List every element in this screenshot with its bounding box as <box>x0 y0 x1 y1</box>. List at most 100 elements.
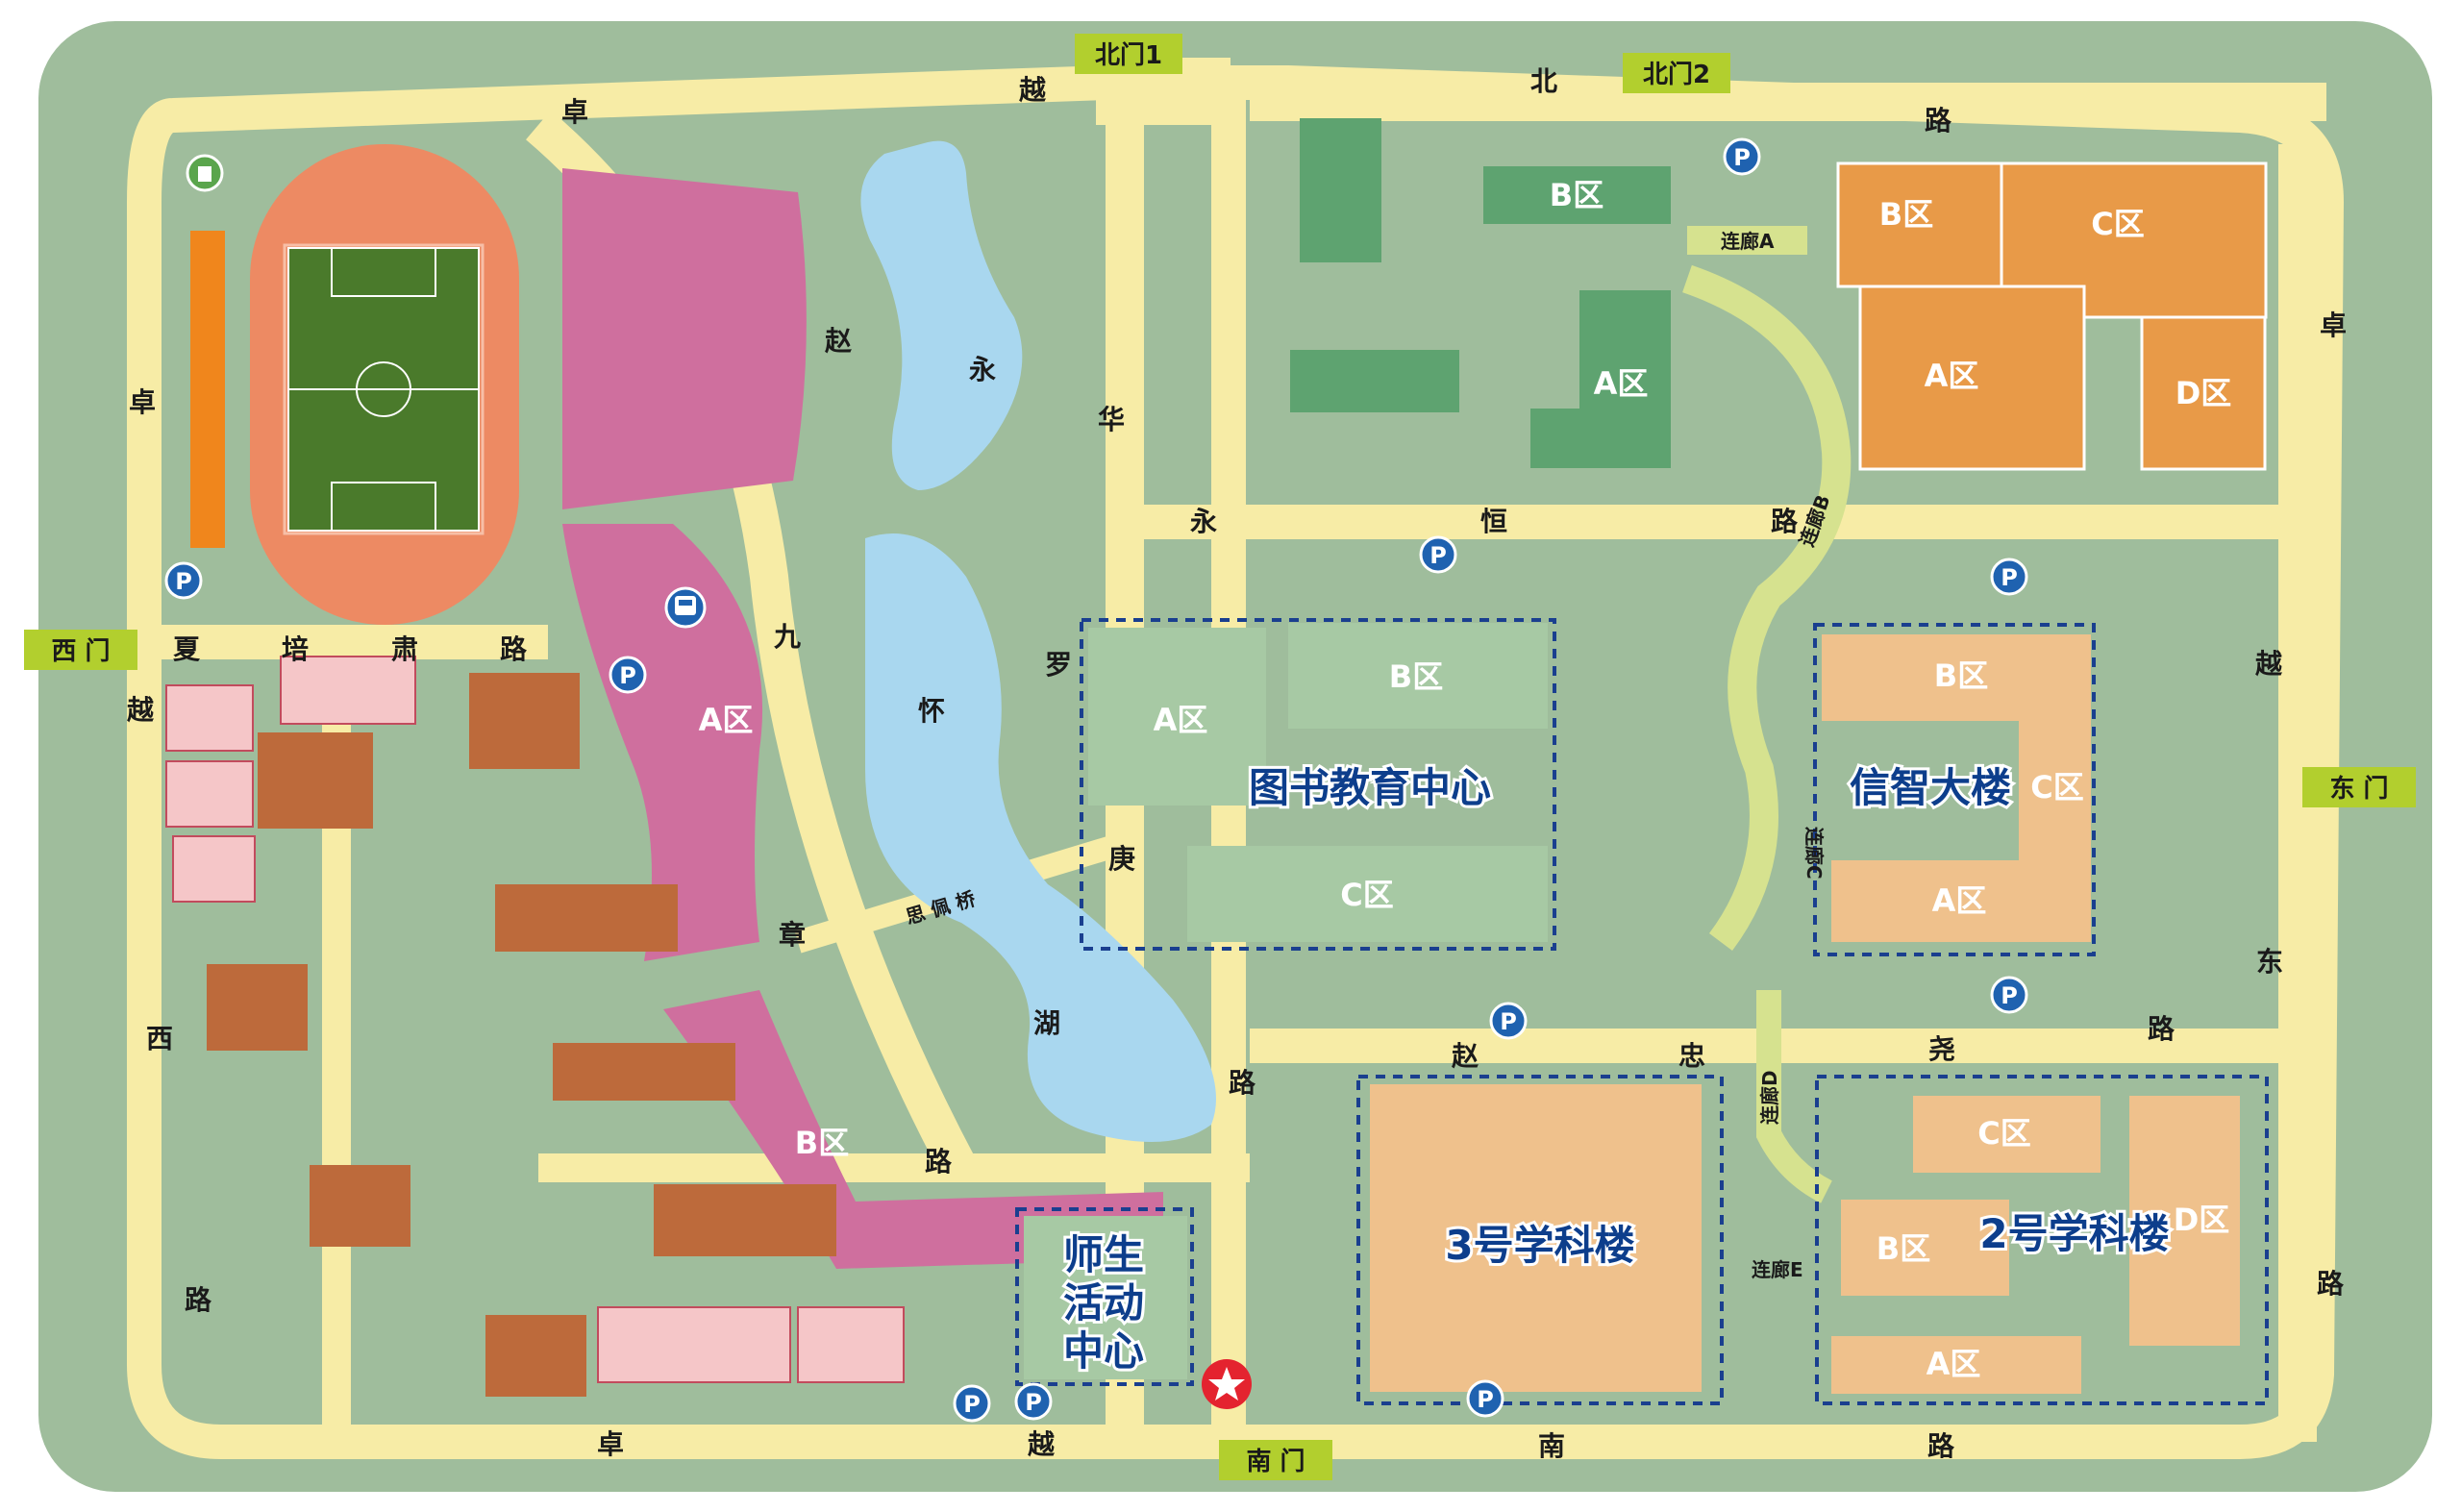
svg-text:P: P <box>2001 564 2018 591</box>
north-inner-ring <box>1250 83 2326 121</box>
xinzhi-area-a-label: A区 <box>1932 882 1987 919</box>
lake-char-huai: 怀 <box>918 695 945 727</box>
bldg2-area-b-label: B区 <box>1877 1230 1930 1267</box>
yonghuai-lake-south <box>865 533 1216 1142</box>
heng-road-strip <box>1106 505 2336 539</box>
bldg2-block-c <box>1913 1096 2101 1173</box>
zhao-zhong-yao-road-strip <box>1250 1029 2317 1063</box>
parking-icon: P <box>1014 1382 1053 1421</box>
west-gate[interactable]: 西 门 <box>24 630 137 670</box>
lake-char-yong: 永 <box>969 354 996 385</box>
dorm-building-north <box>562 168 807 509</box>
svg-text:P: P <box>175 568 192 595</box>
library-outline <box>1080 618 1556 951</box>
brown-building <box>258 732 373 829</box>
road-char: 卓 <box>2320 310 2347 341</box>
road-char: 越 <box>2255 648 2283 680</box>
bldg2-block-a <box>1831 1336 2081 1394</box>
parking-icon: P <box>1419 535 1457 574</box>
parking-icon: P <box>953 1384 991 1423</box>
north-gate-1[interactable]: 北门1 <box>1075 34 1182 74</box>
south-inner-road <box>538 1153 1250 1182</box>
green-building-north <box>1300 118 1381 262</box>
bldg3-block <box>1370 1084 1702 1392</box>
road-char: 路 <box>1927 1430 1955 1462</box>
parking-icon: P <box>1990 976 2028 1014</box>
road-char: 越 <box>127 694 155 726</box>
orange-area-a-label: A区 <box>1925 358 1979 394</box>
svg-text:P: P <box>619 662 636 689</box>
road-char: 东 <box>2256 946 2283 978</box>
bldg3-outline <box>1356 1075 1724 1405</box>
activity-centre-title-line1: 师生 <box>1063 1231 1144 1278</box>
parking-icons: P P P P P P P P P P <box>164 137 2028 1423</box>
outer-ring-road <box>127 65 2344 1459</box>
activity-centre-title-line2: 活动 <box>1063 1279 1144 1326</box>
parking-icon: P <box>1723 137 1761 176</box>
svg-text:P: P <box>1025 1389 1042 1416</box>
north-gate-2[interactable]: 北门2 <box>1623 53 1730 93</box>
bldg2-title: 2号学科楼 <box>1979 1210 2169 1257</box>
road-char: 庚 <box>1108 843 1135 875</box>
road-char: 南 <box>1538 1430 1565 1462</box>
bldg3-title: 3号学科楼 <box>1445 1222 1634 1269</box>
dorm-a-label: A区 <box>699 702 754 738</box>
road-char: 尧 <box>1928 1033 1955 1065</box>
bldg2-block-b <box>1841 1200 2009 1296</box>
road-char: 肃 <box>391 633 418 665</box>
svg-text:P: P <box>1500 1008 1517 1035</box>
green-building-a <box>1530 290 1671 468</box>
court-pair <box>797 1306 905 1383</box>
green-area-b-label: B区 <box>1550 177 1603 213</box>
yonghuai-lake-north <box>860 140 1023 490</box>
xinzhi-area-c-label: C区 <box>2030 769 2084 806</box>
road-char: 卓 <box>597 1428 624 1460</box>
xinzhi-block-a <box>1831 860 2091 942</box>
brown-building <box>310 1165 410 1247</box>
activity-centre-block <box>1024 1216 1187 1379</box>
gate-label: 南 门 <box>1246 1448 1305 1476</box>
road-char: 恒 <box>1480 506 1507 537</box>
road-char: 永 <box>1190 506 1217 537</box>
bldg2-area-a-label: A区 <box>1927 1346 1981 1382</box>
south-gate[interactable]: 南 门 <box>1219 1440 1332 1480</box>
east-gate[interactable]: 东 门 <box>2302 767 2416 807</box>
bldg2-area-d-label: D区 <box>2174 1202 2230 1238</box>
road-char: 九 <box>774 621 801 653</box>
xinzhi-area-b-label: B区 <box>1934 657 1988 694</box>
corridor-d-label: 连廊D <box>1758 1070 1781 1125</box>
gate-badge <box>1075 34 1182 74</box>
court-pair <box>280 656 416 725</box>
gate-label: 东 门 <box>2329 774 2388 804</box>
bldg2-area-c-label: C区 <box>1977 1115 2031 1152</box>
xinzhi-block-c <box>2019 716 2091 860</box>
parking-icon: P <box>1489 1002 1528 1040</box>
xinzhi-outline <box>1813 623 2096 956</box>
xinzhi-title: 信智大楼 <box>1850 764 2011 811</box>
orange-area-d-label: D区 <box>2175 375 2232 411</box>
parking-icon: P <box>1990 558 2028 596</box>
road-char: 赵 <box>824 325 852 357</box>
green-area-a-label: A区 <box>1594 365 1649 402</box>
library-area-c-label: C区 <box>1340 877 1394 913</box>
library-area-a-label: A区 <box>1154 702 1208 738</box>
bldg2-block-d <box>2129 1096 2240 1346</box>
corridor-b-path <box>1682 226 1852 951</box>
parking-icon: P <box>1466 1379 1504 1418</box>
corridor-e-label: 连廊E <box>1752 1258 1803 1281</box>
road-char: 培 <box>282 633 309 665</box>
library-title: 图书教育中心 <box>1249 764 1491 811</box>
red-star-icon <box>1202 1359 1252 1409</box>
xinzhi-blocks <box>1822 634 2091 942</box>
road-char: 路 <box>1925 105 1952 136</box>
activity-centre-title-line3: 中心 <box>1063 1327 1144 1375</box>
gate-badge <box>2302 767 2416 807</box>
brown-buildings <box>207 673 836 1397</box>
road-char: 北 <box>1530 65 1557 97</box>
road-char: 越 <box>1019 74 1047 106</box>
road-char: 赵 <box>1451 1040 1479 1072</box>
court-pair <box>172 835 256 903</box>
svg-text:P: P <box>1477 1386 1494 1413</box>
road-char: 卓 <box>129 386 156 418</box>
